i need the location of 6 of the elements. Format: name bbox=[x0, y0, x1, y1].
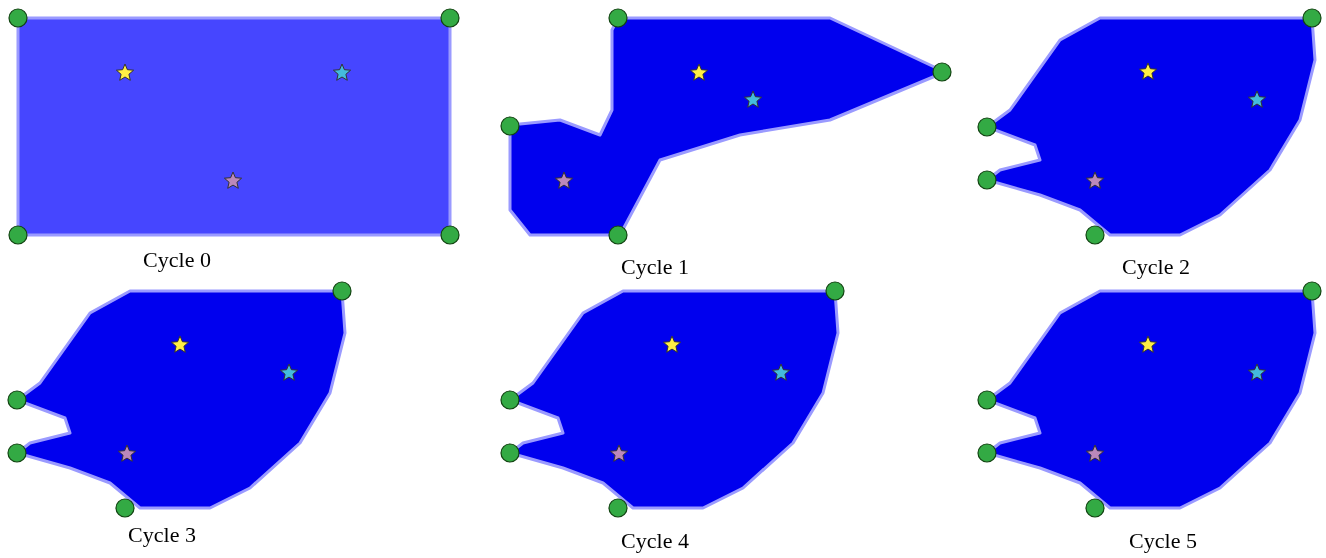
panel-caption: Cycle 1 bbox=[621, 254, 689, 280]
panel-caption: Cycle 5 bbox=[1129, 528, 1197, 554]
panel-caption: Cycle 2 bbox=[1122, 254, 1190, 280]
panel-caption: Cycle 0 bbox=[143, 247, 211, 273]
panel-caption: Cycle 4 bbox=[621, 528, 689, 554]
panel-caption: Cycle 3 bbox=[128, 522, 196, 548]
